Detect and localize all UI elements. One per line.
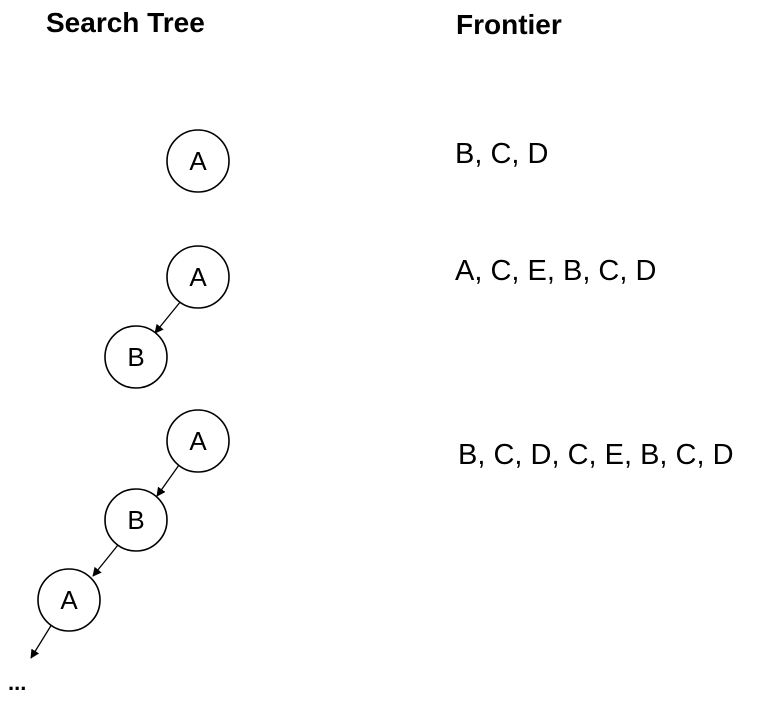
node-label: A <box>189 426 207 456</box>
continuation-ellipsis: ... <box>8 670 27 695</box>
tree-node: A <box>166 129 230 193</box>
tree-edge-arrow <box>30 623 53 659</box>
tree-node: A <box>166 409 230 473</box>
tree-step-3: A B A <box>30 409 230 659</box>
tree-node: A <box>166 245 230 309</box>
frontier-step-1: B, C, D <box>455 138 549 170</box>
node-label: A <box>189 262 207 292</box>
search-tree-heading: Search Tree <box>46 7 205 38</box>
node-label: B <box>127 342 144 372</box>
node-label: B <box>127 505 144 535</box>
frontier-step-3: B, C, D, C, E, B, C, D <box>458 439 734 471</box>
tree-node: A <box>37 568 101 632</box>
tree-step-1: A <box>166 129 230 193</box>
frontier-step-2: A, C, E, B, C, D <box>455 255 657 287</box>
tree-edge-arrow <box>92 544 119 577</box>
node-label: A <box>189 146 207 176</box>
tree-node: B <box>104 488 168 552</box>
tree-node: B <box>104 325 168 389</box>
frontier-heading: Frontier <box>456 9 562 40</box>
tree-edge-arrow <box>156 464 180 497</box>
node-label: A <box>60 585 78 615</box>
tree-edge-arrow <box>154 300 182 334</box>
tree-step-2: A B <box>104 245 230 389</box>
